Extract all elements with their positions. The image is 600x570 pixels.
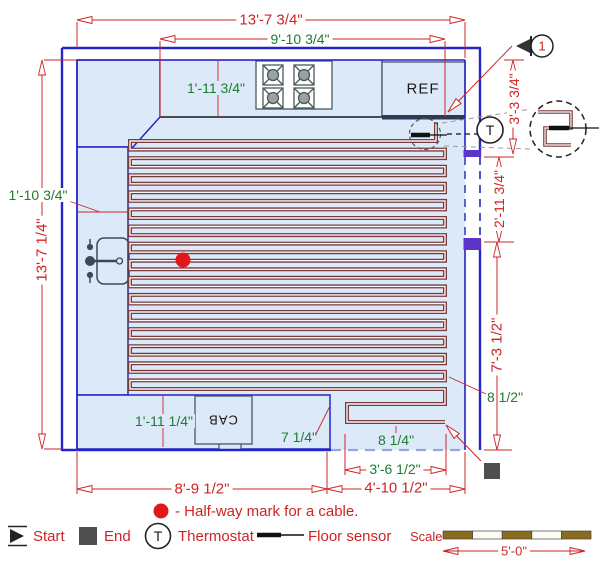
cabinet-box [194,395,253,451]
left-sink-counter [76,146,129,396]
dim-bottom-counter-depth: 1'-11 1/4" [133,413,195,429]
dim-left-counter-depth: 1'-10 3/4" [5,188,71,202]
legend-start-label: Start [33,528,65,545]
start-marker-callout [447,34,554,113]
dim-top-inner: 9'-10 3/4" [267,32,333,46]
legend-thermostat-icon [144,522,172,550]
dim-right-opening: 2'-11 3/4" [491,167,507,231]
dim-bottom-cable-width: 3'-6 1/2" [366,462,424,476]
dim-right-lower: 7'-3 1/2" [489,314,506,376]
dim-cable-gap-right: 8 1/2" [486,389,524,405]
dim-right-upper: 3'-3 3/4" [506,70,522,128]
cabinet-label: CAB [208,412,238,428]
legend-halfway-icon [153,503,169,519]
legend-halfway-note: - Half-way mark for a cable. [175,503,359,520]
dim-bottom-left-width: 8'-9 1/2" [171,481,233,497]
thermostat-circle-plan [476,116,504,144]
stove [255,60,333,110]
sink [85,237,130,285]
detail-zoom-circle [441,100,599,158]
dim-cable-gap-bottom: 8 1/4" [377,432,415,448]
legend-scale-label: Scale [410,529,443,544]
legend-end-icon [79,527,97,545]
halfway-mark-dot [175,252,191,268]
floor-sensor-plan [408,117,477,151]
callout-number: 1 [538,38,546,54]
stove-burner [293,87,315,109]
dim-scale-length: 5'-0" [498,544,530,558]
dim-cable-gap-bottom-left: 7 1/4" [280,429,318,445]
end-marker-plan [445,424,500,479]
dim-top-counter-depth: 1'-11 3/4" [185,80,247,96]
legend-thermostat-label: Thermostat [178,528,254,545]
fridge-label: REF [406,80,440,98]
stove-burner [293,64,315,86]
dim-left-overall: 13'-7 1/4" [34,215,51,285]
stove-burner [262,64,284,86]
scale-bar [442,530,592,540]
stove-burner [262,87,284,109]
legend-thermostat-t: T [153,528,163,544]
thermostat-plan-label: T [485,122,495,138]
dim-top-overall: 13'-7 3/4" [236,12,306,28]
legend-end-label: End [104,528,131,545]
wall-opening-caps [463,150,481,250]
legend-start-icon [8,525,27,547]
legend-floor-sensor-label: Floor sensor [308,528,392,545]
dim-bottom-right-width: 4'-10 1/2" [361,480,431,496]
heating-cable [128,122,447,424]
